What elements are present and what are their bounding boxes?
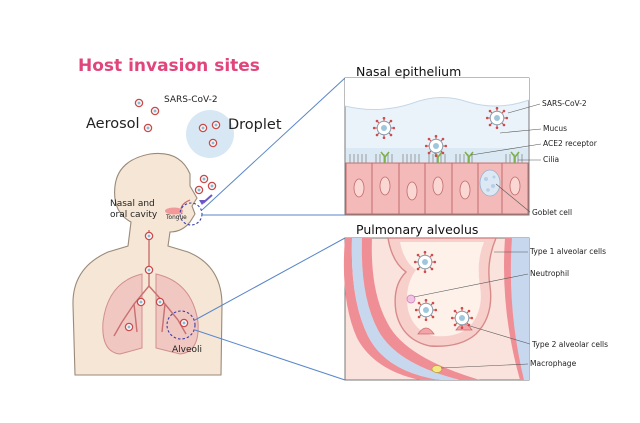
- alveoli-label: Alveoli: [172, 345, 203, 355]
- ace2-receptor-label: ACE2 receptor: [543, 139, 597, 148]
- cilia-label: Cilia: [543, 155, 560, 164]
- nasal-epithelium-panel: [344, 77, 530, 216]
- callout-lines: [194, 77, 346, 381]
- type-1-alveolar-cells-label: Type 1 alveolar cells: [530, 247, 607, 256]
- goblet-cell-label: Goblet cell: [532, 208, 573, 217]
- nasal-epithelium-title: Nasal epithelium: [356, 64, 462, 79]
- alveolus-leaders: [413, 251, 531, 369]
- pulmonary-alveolus-title: Pulmonary alveolus: [356, 222, 479, 237]
- figure-title: Host invasion sites: [78, 56, 260, 76]
- macrophage-label: Macrophage: [530, 359, 577, 368]
- lungs: [102, 230, 199, 355]
- type-2-alveolar-cells-label: Type 2 alveolar cells: [532, 340, 609, 349]
- neutrophil-label: Neutrophil: [530, 269, 570, 278]
- incoming-particles: [194, 174, 217, 205]
- aerosol-label: Aerosol: [86, 116, 140, 132]
- tongue-label: Tongue: [166, 215, 187, 221]
- pulmonary-alveolus-panel: [343, 237, 530, 381]
- sars-cov-2-label: SARS-CoV-2: [164, 95, 218, 105]
- alveoli-highlight: [166, 310, 196, 340]
- nasal-leaders: [470, 103, 542, 213]
- droplet: [186, 110, 234, 158]
- nasal-oral-highlight: [179, 202, 203, 226]
- mucus-label: Mucus: [543, 124, 568, 133]
- nasal-sars-cov-2-label: SARS-CoV-2: [542, 99, 587, 108]
- droplet-label: Droplet: [228, 117, 282, 133]
- nasal-oral-cavity-label: Nasal and oral cavity: [110, 199, 158, 220]
